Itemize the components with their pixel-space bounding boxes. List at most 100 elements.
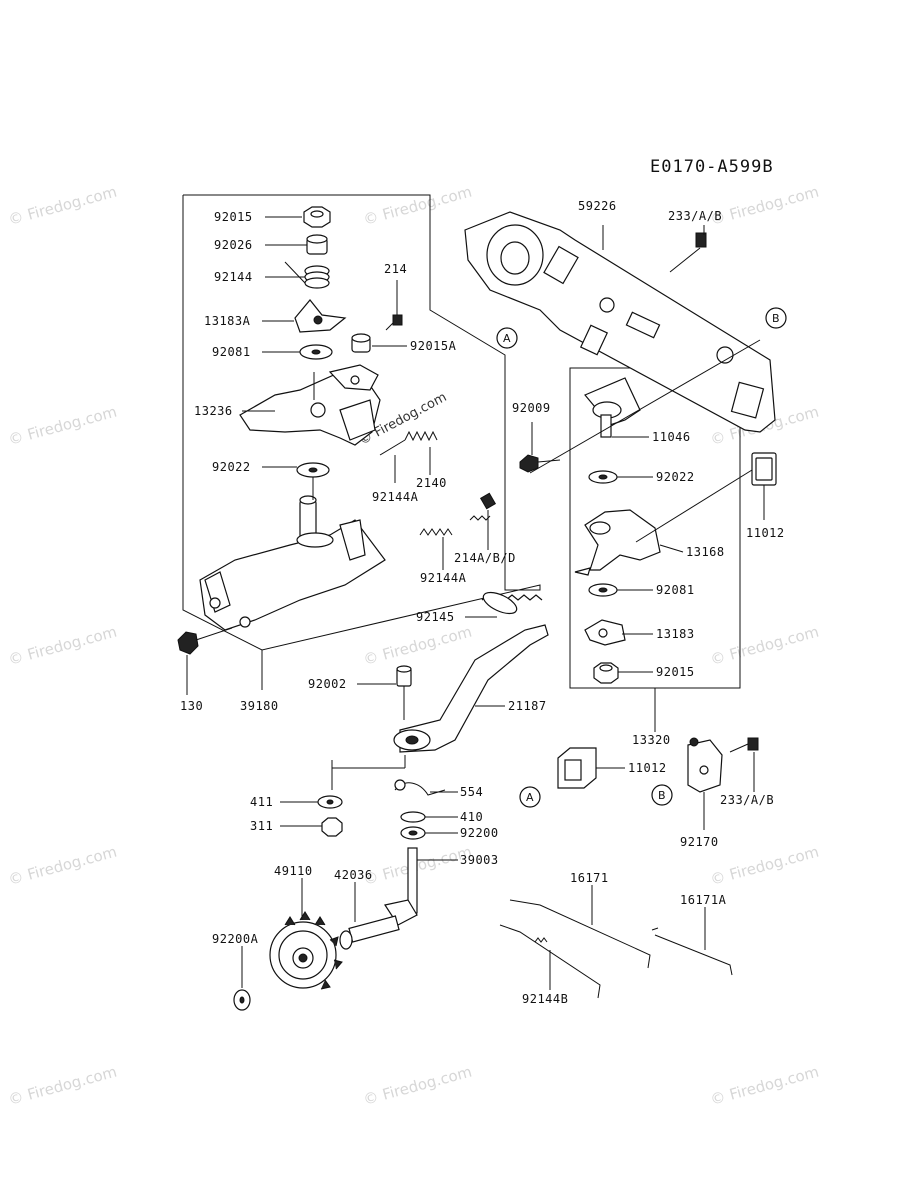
plate-13183 <box>584 619 626 646</box>
label-92026: 92026 <box>214 238 253 252</box>
label-13236: 13236 <box>194 404 233 418</box>
label-92009: 92009 <box>512 401 551 415</box>
label-16171A: 16171A <box>680 893 727 907</box>
label-2140: 2140 <box>416 476 447 490</box>
label-13168: 13168 <box>686 545 725 559</box>
nut-92015b <box>593 662 619 684</box>
label-92015: 92015 <box>214 210 253 224</box>
watermark: © Firedog.com <box>708 1063 820 1109</box>
bolt-233AB-1 <box>669 232 707 273</box>
washer-92081a <box>299 344 333 360</box>
plate-59226 <box>464 211 776 433</box>
watermark: © Firedog.com <box>361 183 473 229</box>
bolt-233AB-2 <box>729 737 759 753</box>
spring-92145 <box>481 591 543 615</box>
rod-16171A <box>651 927 733 976</box>
diagram-code: E0170-A599B <box>650 157 774 177</box>
callout-b-label: B <box>658 789 666 802</box>
label-13320: 13320 <box>632 733 671 747</box>
watermark: © Firedog.com <box>708 843 820 889</box>
washer-410 <box>400 811 426 823</box>
label-92144A: 92144A <box>372 490 419 504</box>
block-11012a <box>751 452 777 486</box>
collar-92026 <box>306 234 328 255</box>
lever-13236 <box>239 364 381 446</box>
watermark: © Firedog.com <box>6 403 118 449</box>
nut-311 <box>321 817 343 837</box>
label-233AB: 233/A/B <box>668 209 722 223</box>
gear-49110 <box>269 911 343 990</box>
part-labels: 92015 92026 92144 214 13183A 92015A 9208… <box>180 199 785 1006</box>
label-92002: 92002 <box>308 677 347 691</box>
pin-11046 <box>584 377 641 438</box>
arm-21187 <box>393 624 549 753</box>
watermark: © Firedog.com <box>6 183 118 229</box>
callout-a-label: A <box>526 791 534 804</box>
bolt-130 <box>177 627 233 655</box>
label-92200A: 92200A <box>212 932 259 946</box>
label-92022: 92022 <box>212 460 251 474</box>
label-214ABD: 214A/B/D <box>454 551 516 565</box>
label-92144: 92144 <box>214 270 253 284</box>
watermark: © Firedog.com <box>6 843 118 889</box>
label-21187: 21187 <box>508 699 547 713</box>
bolt-92009 <box>519 454 561 473</box>
washer-92200 <box>400 826 426 840</box>
label-11046: 11046 <box>652 430 691 444</box>
callout-b-label: B <box>772 312 780 325</box>
label-233AB: 233/A/B <box>720 793 774 807</box>
label-411: 411 <box>250 795 273 809</box>
shaft-42036 <box>339 915 400 950</box>
plate-92170 <box>687 737 723 793</box>
watermark: © Firedog.com <box>6 1063 118 1109</box>
leader-lines <box>186 216 765 990</box>
washer-92200A <box>233 989 251 1011</box>
label-92170: 92170 <box>680 835 719 849</box>
group-box-39180 <box>182 194 541 690</box>
lever-13168 <box>574 509 661 576</box>
label-39180: 39180 <box>240 699 279 713</box>
watermark: © Firedog.com <box>708 623 820 669</box>
label-92200: 92200 <box>460 826 499 840</box>
label-311: 311 <box>250 819 273 833</box>
clip-554 <box>394 779 446 796</box>
label-92081: 92081 <box>656 583 695 597</box>
label-16171: 16171 <box>570 871 609 885</box>
callout-b-top: B <box>765 307 787 329</box>
label-49110: 49110 <box>274 864 313 878</box>
label-92015: 92015 <box>656 665 695 679</box>
callout-a-top: A <box>496 327 518 349</box>
label-92145: 92145 <box>416 610 455 624</box>
block-11012b <box>557 747 597 789</box>
label-42036: 42036 <box>334 868 373 882</box>
callout-a-bottom: A <box>519 786 541 808</box>
label-59226: 59226 <box>578 199 617 213</box>
label-13183: 13183 <box>656 627 695 641</box>
washer-92022a <box>296 462 330 478</box>
bracket-39180 <box>199 495 386 631</box>
spring-92144A <box>419 528 453 536</box>
label-92022: 92022 <box>656 470 695 484</box>
label-39003: 39003 <box>460 853 499 867</box>
watermark: © Firedog.com <box>361 1063 473 1109</box>
collar-92015A <box>351 333 371 353</box>
watermark: © Firedog.com <box>708 183 820 229</box>
washer-411 <box>317 795 343 809</box>
label-554: 554 <box>460 785 483 799</box>
watermark: © Firedog.com <box>6 623 118 669</box>
label-92144A: 92144A <box>420 571 467 585</box>
label-11012: 11012 <box>628 761 667 775</box>
label-13183A: 13183A <box>204 314 251 328</box>
rod-16171 <box>499 899 651 999</box>
spring-92144 <box>284 261 330 289</box>
label-410: 410 <box>460 810 483 824</box>
label-92144B: 92144B <box>522 992 568 1006</box>
callout-b-bottom: B <box>651 784 673 806</box>
label-11012: 11012 <box>746 526 785 540</box>
label-214: 214 <box>384 262 407 276</box>
shaft-39003 <box>384 847 418 926</box>
spring-2140 <box>379 430 438 456</box>
plate-13183A <box>294 299 347 333</box>
washer-92022b <box>588 470 618 484</box>
